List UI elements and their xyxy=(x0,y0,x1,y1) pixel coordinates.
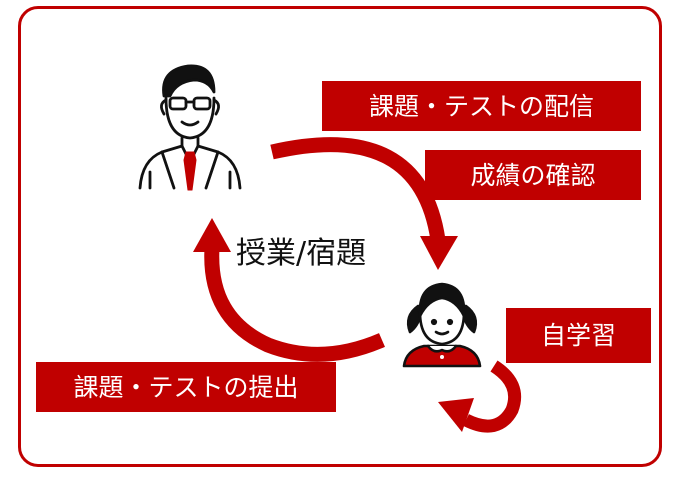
arrow-teacher-to-student xyxy=(270,137,458,270)
arrow-student-to-teacher xyxy=(193,218,385,362)
self-study-loop-arrow xyxy=(438,360,522,433)
teacher-icon xyxy=(138,64,242,191)
center-label: 授業/宿題 xyxy=(236,236,367,271)
student-icon xyxy=(402,282,482,368)
distribute-label: 課題・テストの配信 xyxy=(322,81,641,131)
submit-label: 課題・テストの提出 xyxy=(36,362,336,412)
self-study-label: 自学習 xyxy=(506,308,651,363)
check-grades-label: 成績の確認 xyxy=(425,150,641,200)
